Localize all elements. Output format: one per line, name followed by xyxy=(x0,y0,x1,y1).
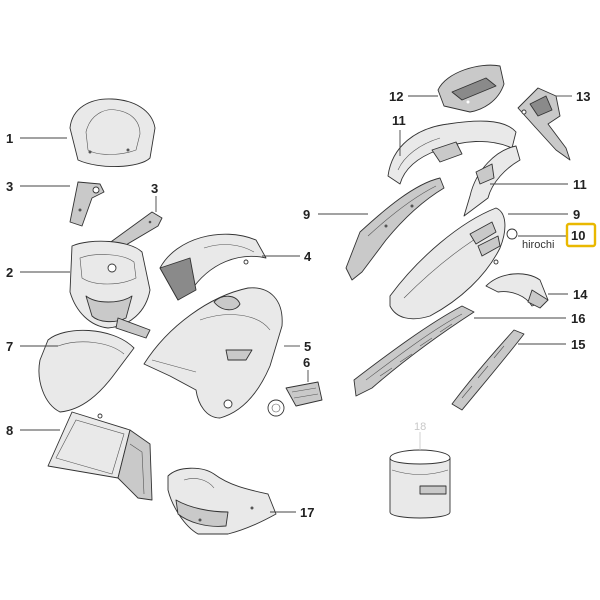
callout-8: 8 xyxy=(6,423,13,438)
part-15-strip xyxy=(451,329,525,411)
part-16-long-frame xyxy=(353,305,475,397)
part-2-front-fairing xyxy=(69,240,151,339)
callout-9-left: 9 xyxy=(303,207,310,222)
callout-5: 5 xyxy=(304,339,311,354)
callout-4: 4 xyxy=(304,249,312,264)
callout-11-right: 11 xyxy=(573,177,587,192)
watermark-text: hirochi xyxy=(522,239,554,251)
part-5-side-panel xyxy=(143,287,283,419)
part-14-cover xyxy=(485,273,549,309)
callout-3-left: 3 xyxy=(6,179,13,194)
callout-18: 18 xyxy=(414,421,426,433)
part-1-windscreen xyxy=(69,98,156,168)
part-10-grommet xyxy=(506,228,518,240)
callout-9-right: 9 xyxy=(573,207,580,222)
callout-17: 17 xyxy=(300,505,314,520)
callout-10: 10 xyxy=(571,228,585,243)
callout-6: 6 xyxy=(303,355,310,370)
part-13-rear-bracket xyxy=(517,87,571,161)
callout-12: 12 xyxy=(389,89,403,104)
callout-11-top: 11 xyxy=(392,113,406,128)
callout-15: 15 xyxy=(571,337,585,352)
callout-2: 2 xyxy=(6,265,13,280)
part-6-cap xyxy=(267,381,323,417)
part-12-top-cover xyxy=(437,64,505,113)
part-18-cylinder xyxy=(389,449,451,519)
part-11-rail-right xyxy=(463,145,521,217)
callout-1: 1 xyxy=(6,131,13,146)
part-9-strip-left xyxy=(345,177,445,281)
part-17-belly-pan xyxy=(167,467,277,535)
callout-16: 16 xyxy=(571,311,585,326)
part-7-lower-panel xyxy=(38,329,135,413)
part-3-left-bracket xyxy=(69,181,105,227)
callout-10-highlight xyxy=(565,222,597,248)
callout-13: 13 xyxy=(576,89,590,104)
part-11-rail-top xyxy=(387,120,517,185)
callout-7: 7 xyxy=(6,339,13,354)
part-9-side-cowl xyxy=(389,207,506,320)
callout-3-right: 3 xyxy=(151,181,158,196)
part-8-shroud xyxy=(47,411,153,501)
callout-14: 14 xyxy=(573,287,588,302)
part-4-front-fender xyxy=(159,233,267,301)
